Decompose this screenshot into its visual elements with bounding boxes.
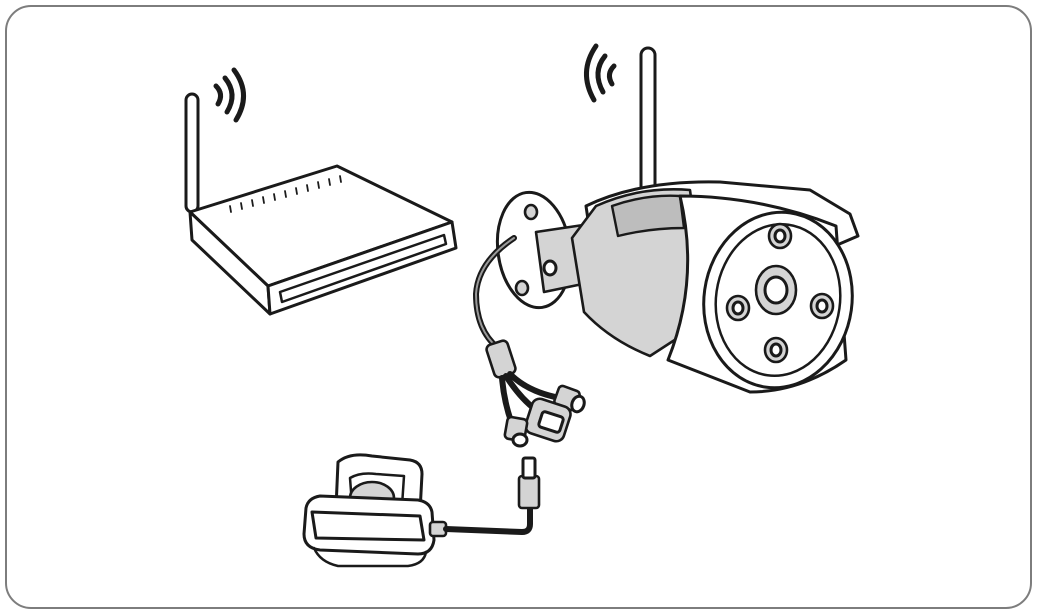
ir-led-group	[725, 222, 835, 364]
camera-lens-inner	[763, 275, 789, 305]
router-antenna	[184, 92, 200, 214]
camera-cable-bundle	[473, 235, 586, 448]
wifi-signal-icon	[213, 67, 246, 123]
power-adapter-icon	[302, 453, 448, 568]
diagram-frame	[5, 5, 1032, 609]
mount-screw	[523, 203, 539, 221]
camera-shell-top	[610, 194, 686, 238]
camera-antenna	[639, 46, 657, 200]
dc-plug-tip	[521, 456, 537, 480]
arm-screw	[542, 259, 558, 277]
bullet-camera-icon	[495, 46, 860, 394]
wifi-router-icon	[184, 92, 458, 316]
camera-front-ring	[714, 222, 842, 378]
power-cable	[443, 456, 541, 535]
router-led-row	[229, 175, 342, 213]
dc-plug	[517, 474, 541, 510]
mount-screw	[514, 279, 530, 297]
wifi-signal-icon	[584, 43, 617, 103]
router-front-slot	[278, 233, 448, 304]
